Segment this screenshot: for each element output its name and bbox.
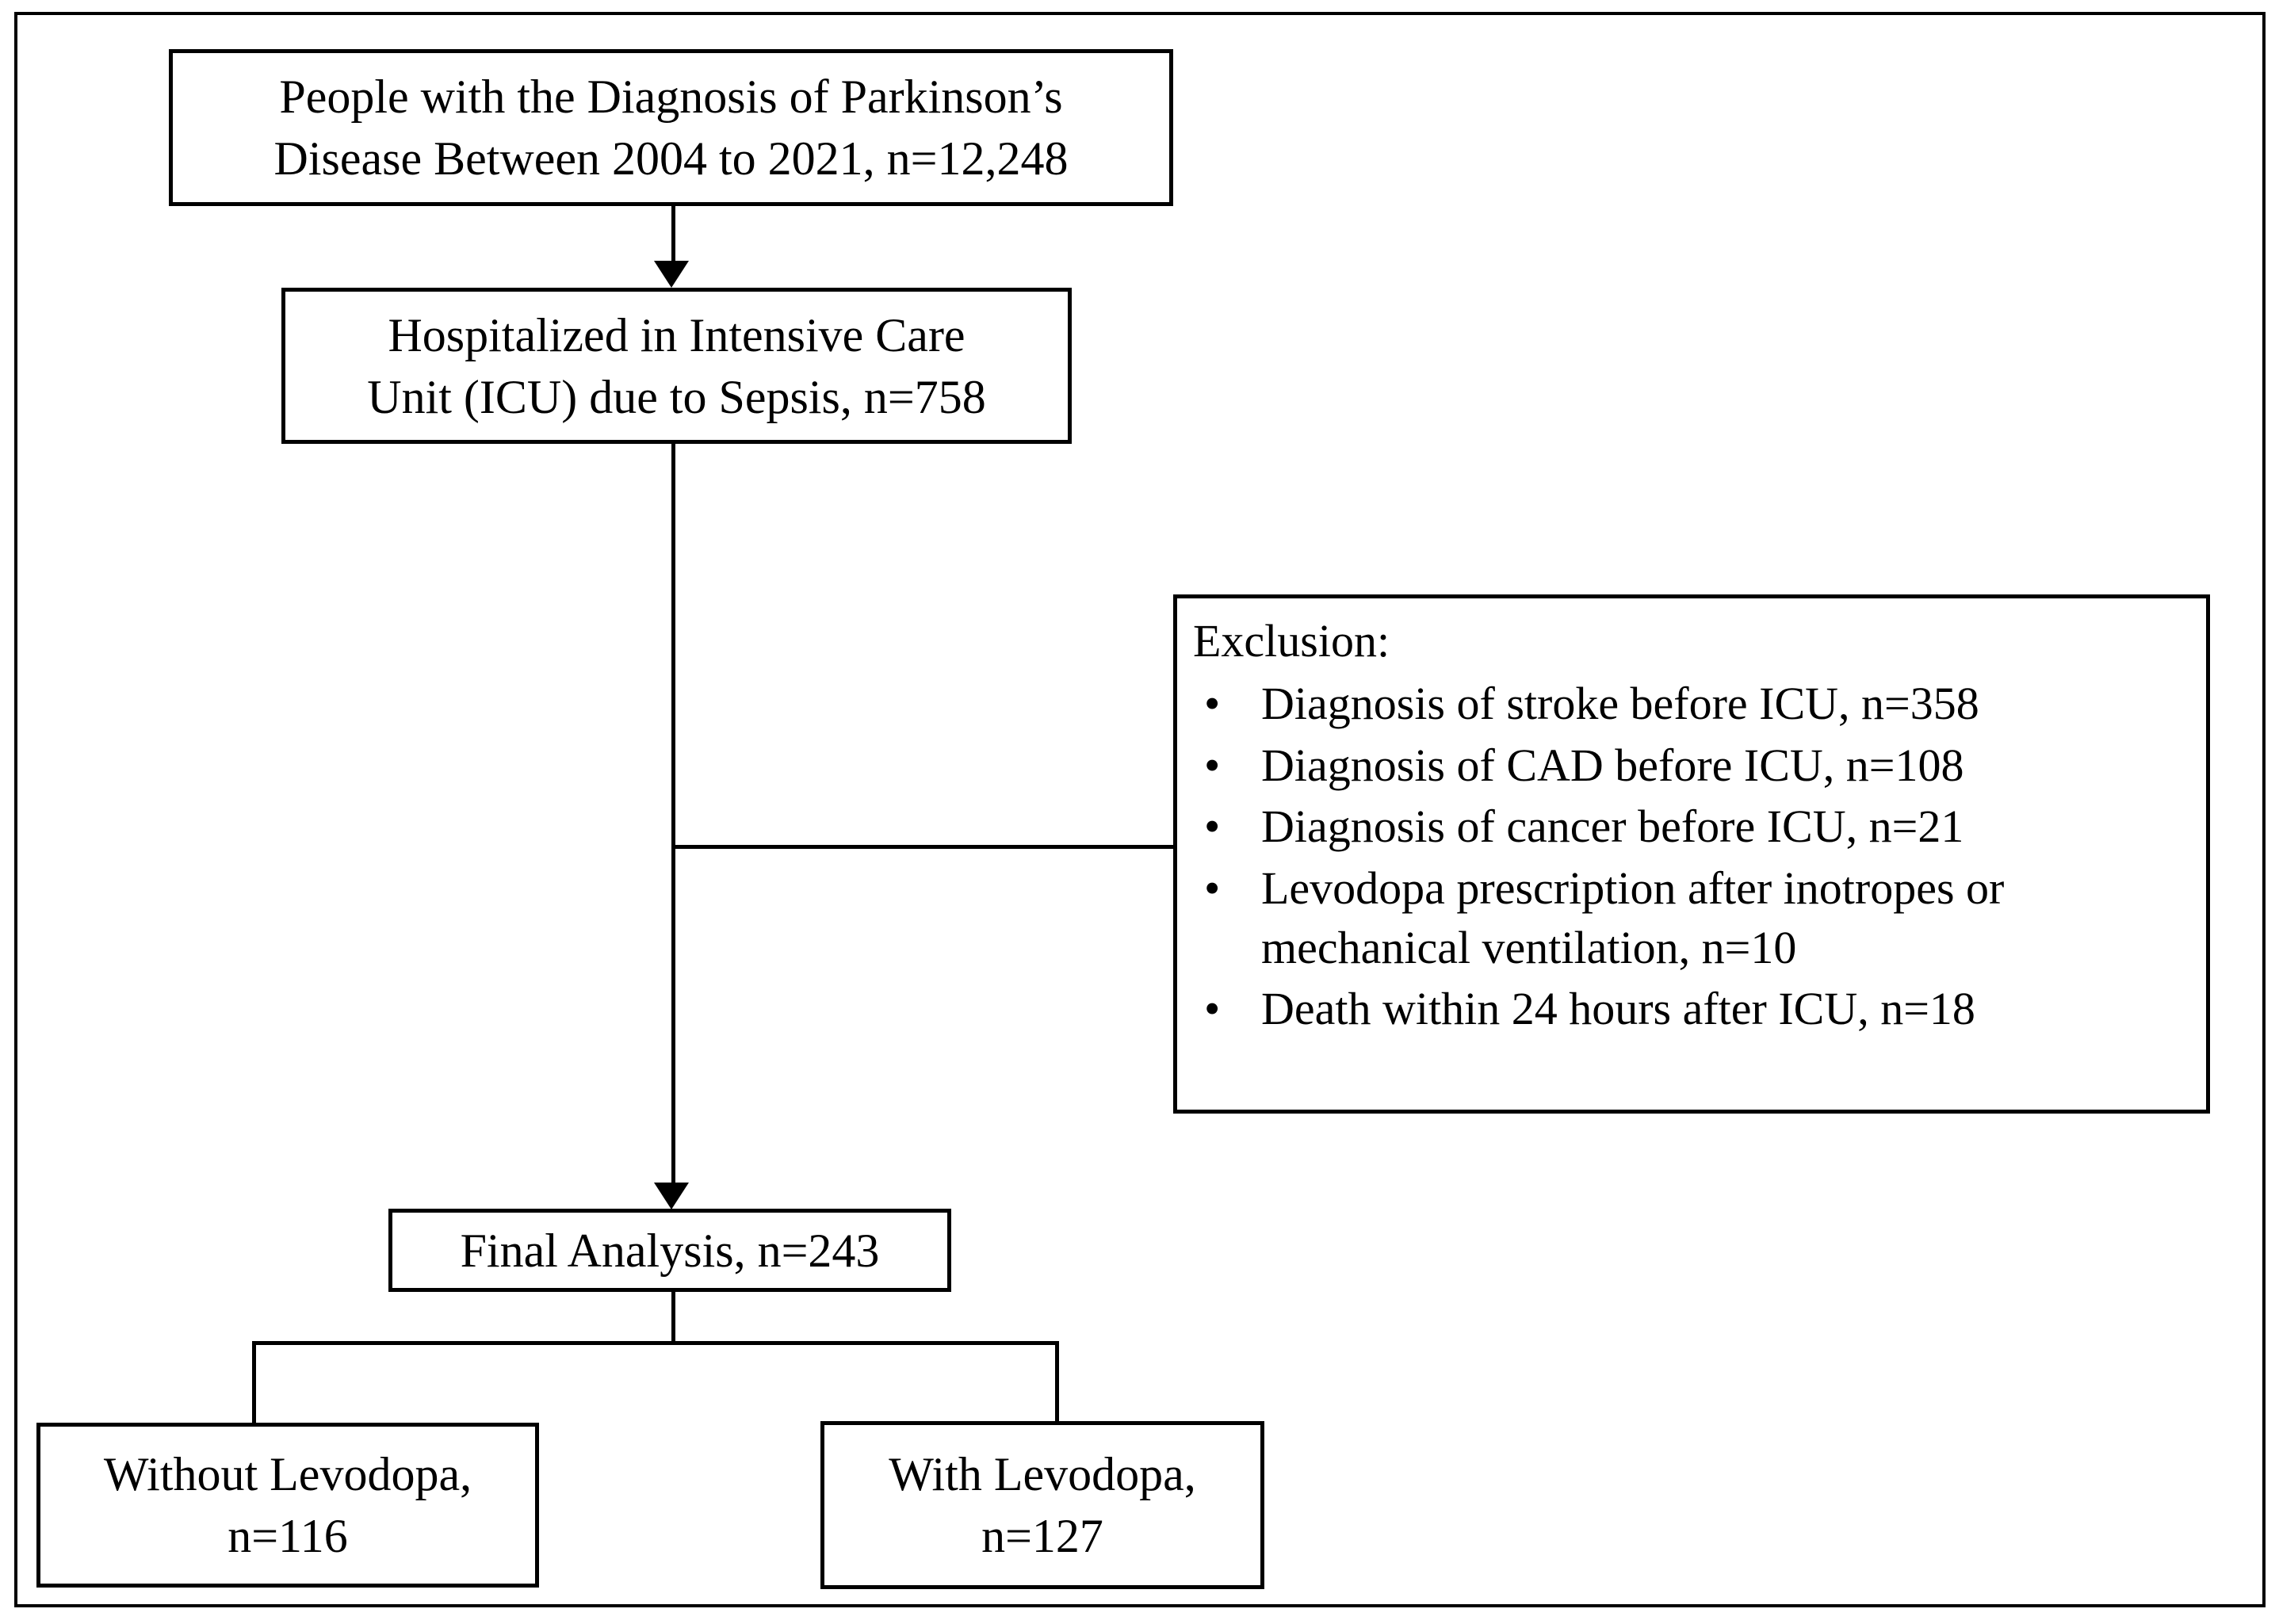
connector-final-to-split <box>671 1292 675 1344</box>
box-with-levodopa-line-2: n=127 <box>981 1510 1103 1562</box>
bullet-icon: • <box>1204 739 1221 791</box>
connector-source-to-icu <box>671 206 675 263</box>
box-with-levodopa: With Levodopa, n=127 <box>820 1421 1264 1589</box>
exclusion-item-text: Death within 24 hours after ICU, n=18 <box>1261 983 1975 1035</box>
box-icu-line-1: Hospitalized in Intensive Care <box>388 308 966 361</box>
exclusion-list: • Diagnosis of stroke before ICU, n=358 … <box>1193 674 2195 1038</box>
list-item: • Levodopa prescription after inotropes … <box>1193 858 2195 978</box>
exclusion-item-text-line-2: mechanical ventilation, n=10 <box>1261 921 1797 973</box>
bullet-icon: • <box>1204 862 1221 914</box>
list-item: • Diagnosis of stroke before ICU, n=358 <box>1193 674 2195 733</box>
exclusion-item-text: Diagnosis of CAD before ICU, n=108 <box>1261 739 1964 791</box>
box-final-analysis: Final Analysis, n=243 <box>388 1209 951 1292</box>
arrowhead-source-to-icu <box>654 261 689 288</box>
bullet-icon: • <box>1204 983 1221 1035</box>
connector-icu-to-final <box>671 444 675 1190</box>
box-icu-line-2: Unit (ICU) due to Sepsis, n=758 <box>367 370 986 423</box>
list-item: • Diagnosis of cancer before ICU, n=21 <box>1193 797 2195 856</box>
box-exclusion-criteria: Exclusion: • Diagnosis of stroke before … <box>1173 594 2210 1114</box>
box-source-line-1: People with the Diagnosis of Parkinson’s <box>279 71 1063 123</box>
connector-split-to-without-levodopa <box>252 1341 256 1425</box>
connector-split-to-with-levodopa <box>1055 1341 1059 1423</box>
exclusion-item-text: Levodopa prescription after inotropes or… <box>1261 858 2195 978</box>
list-item: • Diagnosis of CAD before ICU, n=108 <box>1193 736 2195 795</box>
box-with-levodopa-line-1: With Levodopa, <box>889 1448 1196 1500</box>
exclusion-title: Exclusion: <box>1193 615 1390 667</box>
box-icu-sepsis: Hospitalized in Intensive Care Unit (ICU… <box>281 288 1072 444</box>
box-final-line-1: Final Analysis, n=243 <box>460 1224 880 1277</box>
connector-split-bar <box>252 1341 1059 1345</box>
list-item: • Death within 24 hours after ICU, n=18 <box>1193 979 2195 1038</box>
box-source-line-2: Disease Between 2004 to 2021, n=12,248 <box>273 132 1069 185</box>
box-without-levodopa-line-1: Without Levodopa, <box>103 1448 472 1500</box>
box-without-levodopa: Without Levodopa, n=116 <box>36 1423 539 1588</box>
box-source-population: People with the Diagnosis of Parkinson’s… <box>169 49 1173 206</box>
exclusion-item-text-line-1: Levodopa prescription after inotropes or <box>1261 862 2005 914</box>
bullet-icon: • <box>1204 678 1221 730</box>
bullet-icon: • <box>1204 801 1221 853</box>
arrowhead-icu-to-final <box>654 1183 689 1209</box>
exclusion-item-text: Diagnosis of stroke before ICU, n=358 <box>1261 678 1979 730</box>
box-without-levodopa-line-2: n=116 <box>228 1510 348 1562</box>
page-border <box>14 12 2266 1607</box>
exclusion-item-text: Diagnosis of cancer before ICU, n=21 <box>1261 801 1964 853</box>
connector-spine-to-exclusion <box>671 845 1176 849</box>
